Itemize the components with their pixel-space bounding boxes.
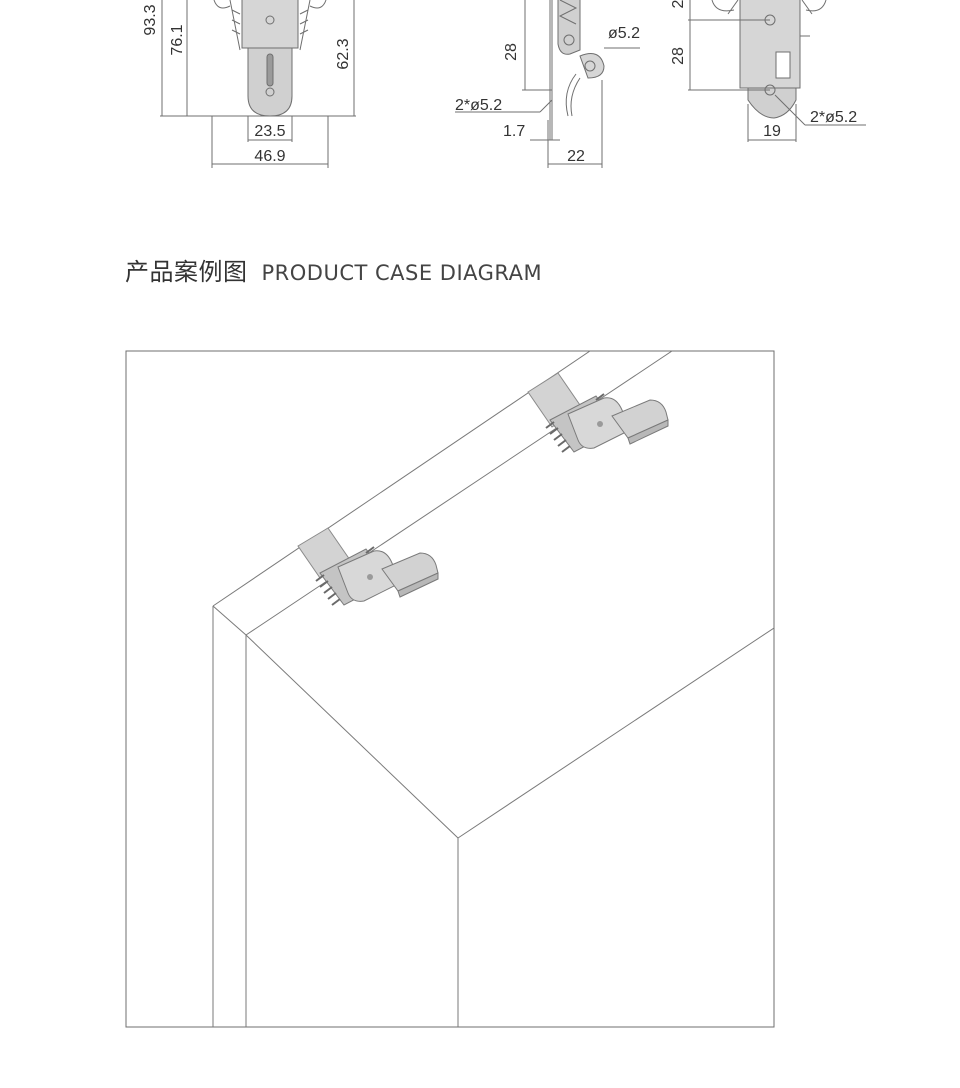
side-view-drawing bbox=[455, 0, 640, 168]
dim-46-9: 46.9 bbox=[254, 148, 285, 165]
dim-23-5: 23.5 bbox=[254, 123, 285, 140]
front-view-drawing bbox=[160, 0, 356, 168]
dim-2x-phi-5-2-back: 2*ø5.2 bbox=[810, 109, 857, 126]
dim-phi-5-2: ø5.2 bbox=[608, 25, 640, 42]
back-view-drawing bbox=[688, 0, 866, 142]
section-title-en: PRODUCT CASE DIAGRAM bbox=[261, 261, 543, 285]
dim-28-back: 28 bbox=[670, 47, 687, 65]
dim-28-side: 28 bbox=[503, 43, 520, 61]
dim-19: 19 bbox=[763, 123, 781, 140]
dim-62-3: 62.3 bbox=[335, 38, 352, 69]
dim-93-3: 93.3 bbox=[142, 4, 159, 35]
dim-2x-phi-5-2-side: 2*ø5.2 bbox=[455, 97, 502, 114]
technical-drawing: 93.3 76.1 62.3 23.5 46.9 28 ø5.2 2*ø5.2 … bbox=[142, 0, 866, 168]
product-case-diagram bbox=[125, 350, 775, 1028]
dim-cut-2: 2 bbox=[670, 0, 687, 8]
section-title-cn: 产品案例图 bbox=[125, 258, 248, 286]
dim-22: 22 bbox=[567, 148, 585, 165]
section-title: 产品案例图 PRODUCT CASE DIAGRAM bbox=[125, 252, 542, 287]
dim-1-7: 1.7 bbox=[503, 123, 525, 140]
dim-76-1: 76.1 bbox=[169, 24, 186, 55]
